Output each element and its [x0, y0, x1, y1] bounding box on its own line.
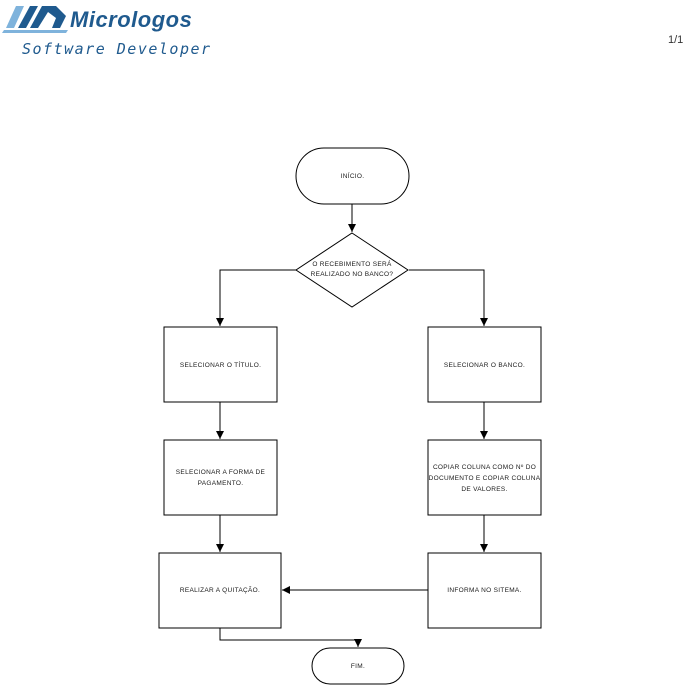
end-label: FIM.: [351, 663, 365, 670]
logo-mark-icon: [2, 6, 68, 33]
company-logo: Micrologos Software Developer: [2, 6, 212, 58]
process-select-title-label: SELECIONAR O TÍTULO.: [180, 360, 261, 369]
process-copy-columns-line1: COPIAR COLUNA COMO Nº DO: [433, 464, 536, 471]
end-terminator: FIM.: [311, 647, 405, 685]
process-select-payment-line2: PAGAMENTO.: [198, 480, 244, 487]
process-copy-columns-line2: DOCUMENTO E COPIAR COLUNA: [429, 475, 541, 482]
process-select-payment-line1: SELECIONAR A FORMA DE: [176, 469, 266, 476]
process-settlement-label: REALIZAR A QUITAÇÃO.: [180, 585, 260, 594]
process-select-payment: SELECIONAR A FORMA DE PAGAMENTO.: [163, 439, 278, 516]
process-select-title: SELECIONAR O TÍTULO.: [163, 326, 278, 403]
connector-decision-to-right: [409, 269, 488, 326]
process-inform-system-label: INFORMA NO SITEMA.: [447, 587, 521, 594]
process-select-bank-label: SELECIONAR O BANCO.: [444, 362, 525, 369]
process-select-bank: SELECIONAR O BANCO.: [427, 326, 542, 403]
decision-diamond: O RECEBIMENTO SERÁ REALIZADO NO BANCO?: [295, 232, 409, 308]
decision-label-line1: O RECEBIMENTO SERÁ: [312, 259, 392, 268]
connector-decision-to-left: [216, 269, 297, 326]
brand-name: Micrologos: [70, 7, 192, 32]
process-copy-columns-line3: DE VALORES.: [461, 486, 507, 493]
connector-merge-to-end: [219, 628, 362, 647]
start-label: INÍCIO.: [341, 171, 365, 180]
start-terminator: INÍCIO.: [295, 147, 410, 205]
page-number: 1/1: [668, 34, 684, 46]
process-copy-columns: COPIAR COLUNA COMO Nº DO DOCUMENTO E COP…: [427, 439, 542, 516]
process-settlement: REALIZAR A QUITAÇÃO.: [158, 552, 282, 629]
process-inform-system: INFORMA NO SITEMA.: [427, 552, 542, 629]
brand-tagline: Software Developer: [22, 40, 212, 58]
decision-label-line2: REALIZADO NO BANCO?: [311, 271, 394, 278]
